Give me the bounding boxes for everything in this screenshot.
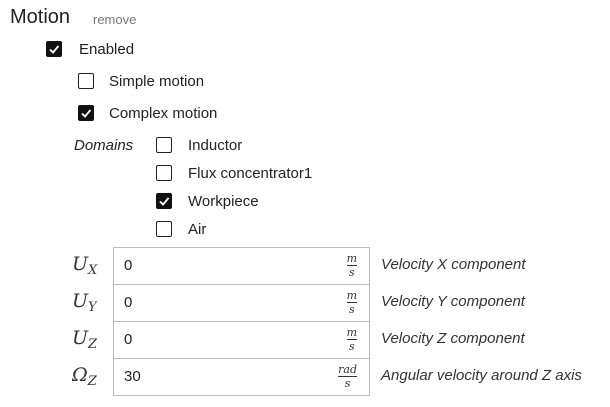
section-title: Motion (10, 6, 71, 28)
param-description: Velocity Y component (381, 293, 525, 310)
domain-label: Flux concentrator1 (188, 165, 313, 182)
param-symbol-omegaz: ΩZ (72, 364, 97, 389)
simple-motion-checkbox[interactable] (78, 73, 94, 89)
param-description: Velocity Z component (381, 330, 525, 347)
param-row-uy: ms (114, 284, 369, 321)
param-symbol-uy: UY (72, 290, 97, 315)
domains-label: Domains (74, 137, 134, 154)
param-row-ux: ms (114, 248, 369, 284)
check-icon (81, 109, 92, 118)
domain-label: Air (188, 221, 207, 238)
domain-flux-concentrator-checkbox[interactable] (156, 165, 172, 181)
velocity-z-input[interactable] (114, 322, 314, 356)
angular-velocity-z-input[interactable] (114, 359, 314, 393)
param-description: Angular velocity around Z axis (381, 367, 582, 384)
velocity-y-input[interactable] (114, 285, 314, 319)
enabled-label: Enabled (79, 41, 135, 58)
domain-air-checkbox[interactable] (156, 221, 172, 237)
domain-label: Inductor (188, 137, 243, 154)
domain-label: Workpiece (188, 193, 259, 210)
domain-inductor-checkbox[interactable] (156, 137, 172, 153)
domain-workpiece-checkbox[interactable] (156, 193, 172, 209)
simple-motion-label: Simple motion (109, 73, 205, 90)
param-row-uz: ms (114, 321, 369, 358)
param-description: Velocity X component (381, 256, 526, 273)
velocity-x-input[interactable] (114, 248, 314, 282)
param-symbol-uz: UZ (72, 327, 98, 352)
remove-link[interactable]: remove (93, 12, 137, 27)
complex-motion-checkbox[interactable] (78, 105, 94, 121)
param-symbol-ux: UX (72, 253, 98, 278)
complex-motion-label: Complex motion (109, 105, 218, 122)
enabled-checkbox[interactable] (46, 41, 62, 57)
check-icon (159, 197, 170, 206)
check-icon (49, 45, 60, 54)
